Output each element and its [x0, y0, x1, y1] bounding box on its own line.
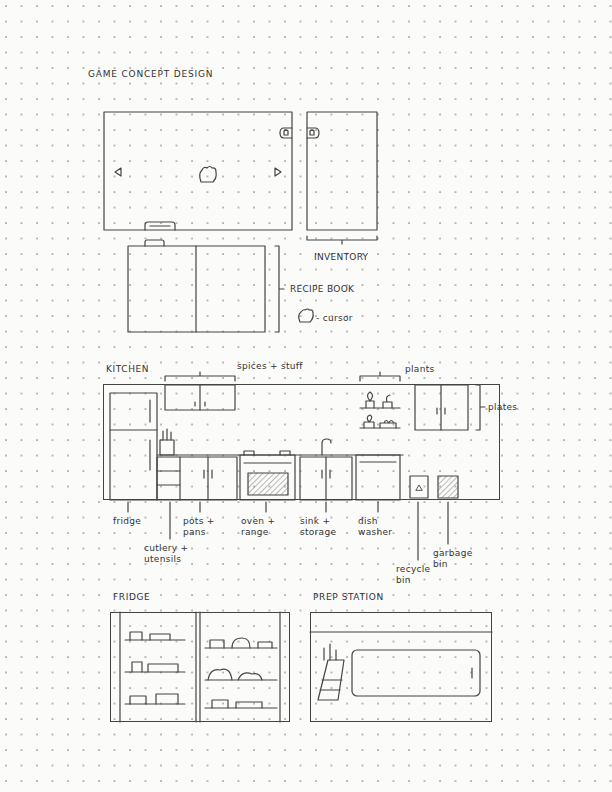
page-title: GAME CONCEPT DESIGN	[88, 69, 213, 80]
panel-box: FRIDGE	[110, 612, 290, 722]
callout-label: spices + stuff	[237, 361, 303, 372]
callout-label: plants	[405, 364, 434, 375]
panel-heading: FRIDGE	[113, 592, 150, 603]
panel-box: KITCHEN	[103, 384, 500, 500]
callout-label: - cursor	[316, 313, 353, 324]
callout-label: RECIPE BOOK	[290, 284, 354, 295]
panel-box: PREP STATION	[310, 612, 492, 722]
panel-heading: KITCHEN	[106, 364, 149, 375]
callout-label: recycle bin	[396, 564, 432, 586]
callout-label: cutlery + utensils	[144, 543, 200, 565]
callout-label: garbage bin	[433, 548, 471, 570]
callout-label: plates	[488, 402, 517, 413]
panel-heading: PREP STATION	[313, 592, 384, 603]
callout-label: sink + storage	[300, 516, 352, 538]
callout-label: pots + pans	[183, 516, 227, 538]
callout-label: dish washer	[358, 516, 398, 538]
callout-label: oven + range	[241, 516, 295, 538]
callout-label: INVENTORY	[314, 252, 368, 263]
callout-label: fridge	[113, 516, 141, 527]
